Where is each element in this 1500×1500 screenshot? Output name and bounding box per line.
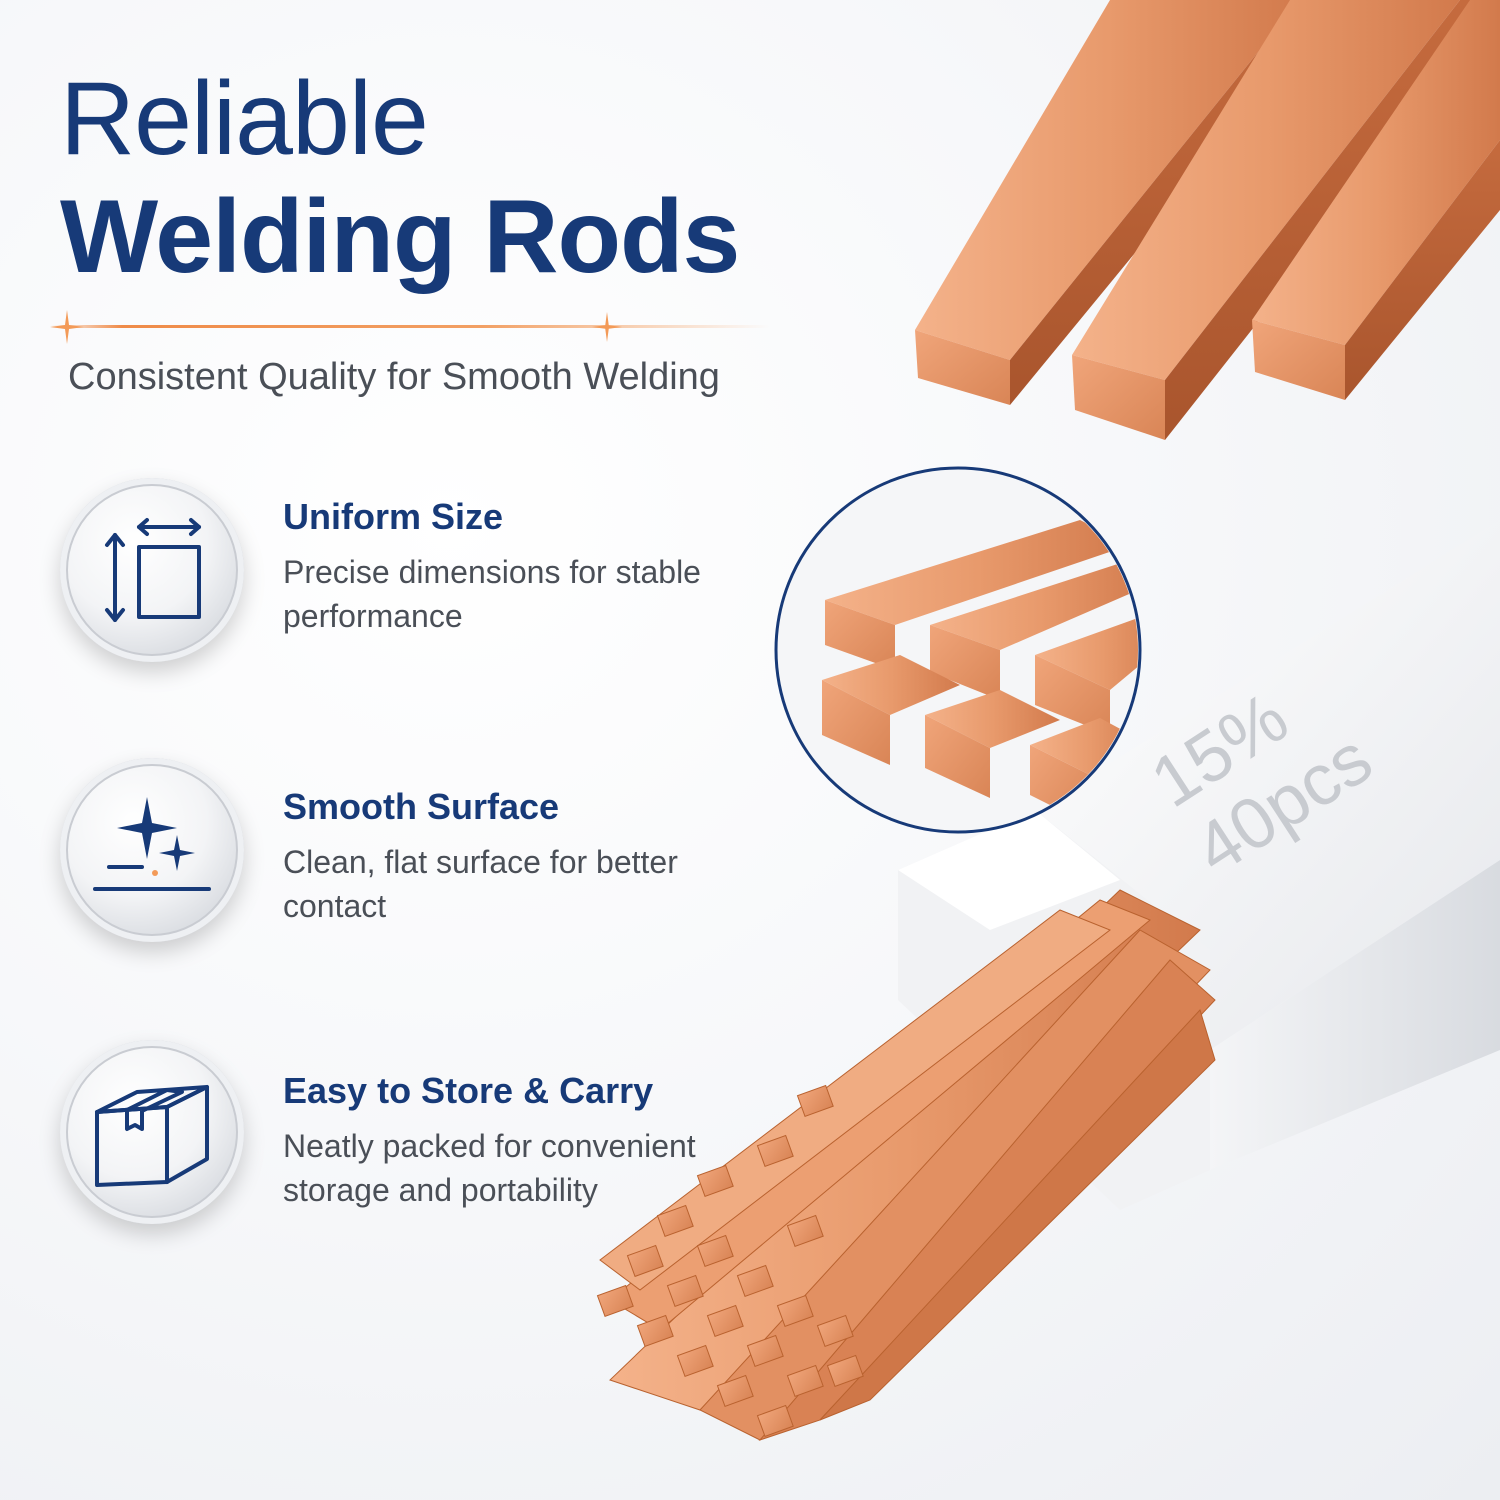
- divider-line: [50, 325, 770, 328]
- feature-desc-smooth-surface: Clean, flat surface for better contact: [283, 844, 678, 924]
- feature-desc-easy-store: Neatly packed for convenient storage and…: [283, 1128, 696, 1208]
- zoom-detail: [774, 466, 1142, 834]
- feature-desc-uniform-size: Precise dimensions for stable performanc…: [283, 554, 701, 634]
- headline-line-2: Welding Rods: [60, 179, 740, 295]
- sparkle-decoration-icon: [592, 312, 622, 342]
- sparkle-icon: [60, 758, 244, 942]
- rod-bundle: [596, 889, 1216, 1442]
- headline-line-1: Reliable: [60, 61, 429, 177]
- large-rods: [915, 0, 1500, 440]
- sparkle-decoration-icon: [50, 310, 84, 344]
- feature-title-uniform-size: Uniform Size: [283, 496, 504, 537]
- box-icon: [60, 1040, 244, 1224]
- dimensions-icon: [60, 478, 244, 662]
- subtitle: Consistent Quality for Smooth Welding: [68, 356, 720, 398]
- feature-title-smooth-surface: Smooth Surface: [283, 786, 560, 827]
- feature-title-easy-store: Easy to Store & Carry: [283, 1070, 654, 1111]
